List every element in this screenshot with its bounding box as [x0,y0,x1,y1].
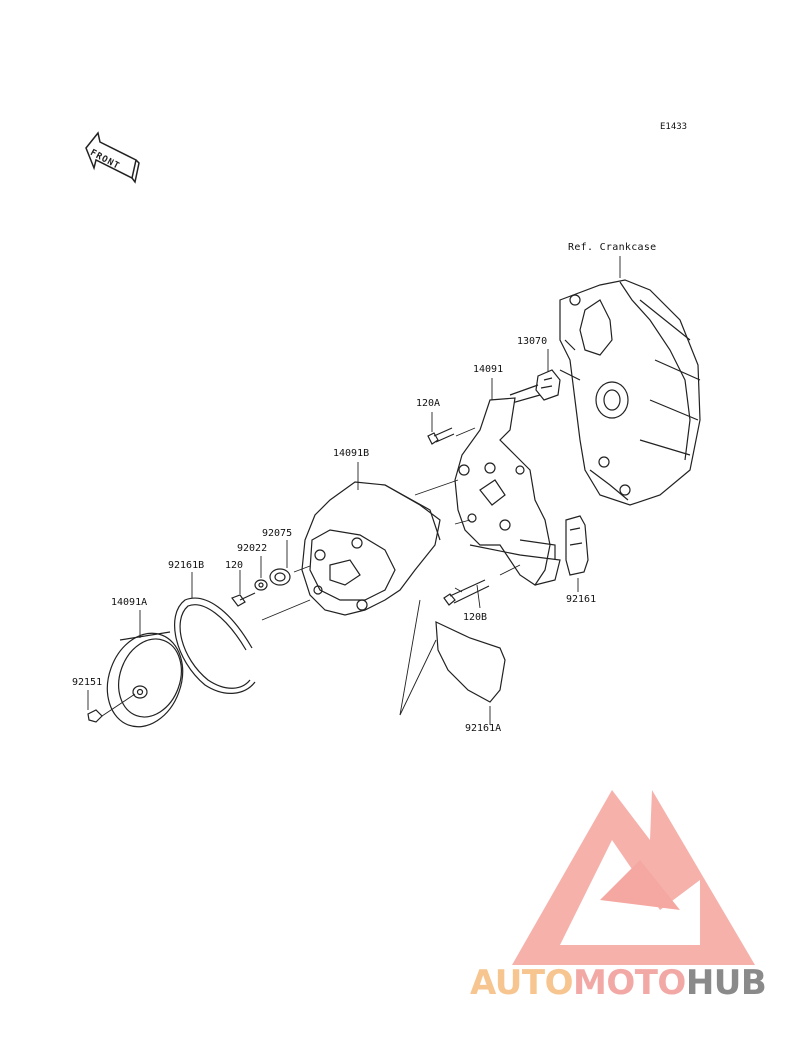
bolt-120b-drawing [443,579,490,606]
watermark-logo-icon [512,790,755,965]
logo-word-moto: MOTO [572,963,686,1003]
rubber-92161-drawing [565,515,589,576]
seal-ring-92161b-drawing [174,597,256,694]
part-label-92161: 92161 [566,594,597,605]
part-label-92022: 92022 [237,543,268,554]
logo-word-hub: HUB [685,963,767,1003]
diagram-code: E1433 [660,122,688,132]
crankcase-drawing [559,279,701,506]
watermark-logo-text: AUTOMOTOHUB [470,963,800,1003]
part-label-120a: 120A [416,398,441,409]
part-label-92151: 92151 [72,677,103,688]
part-label-92161b: 92161B [168,560,205,571]
part-label-92161a: 92161A [465,723,502,734]
leader-lines [87,256,621,725]
rubber-92161a-drawing [435,621,506,703]
bolt-120a-drawing [427,427,455,445]
part-label-14091b: 14091B [333,448,370,459]
cover-14091b-drawing [301,481,441,616]
logo-word-auto: AUTO [470,963,573,1003]
cover-14091a-drawing [106,631,184,728]
front-arrow-icon [85,131,140,184]
part-label-13070: 13070 [517,336,548,347]
part-label-92075: 92075 [262,528,293,539]
screw-92151-drawing [87,709,103,723]
part-label-14091: 14091 [473,364,504,375]
plate-14091-drawing [454,397,561,586]
part-label-14091a: 14091A [111,597,148,608]
part-label-120b: 120B [463,612,488,623]
small-parts-drawing [231,568,291,607]
ref-crankcase-label: Ref. Crankcase [568,242,657,253]
part-label-120: 120 [225,560,244,571]
